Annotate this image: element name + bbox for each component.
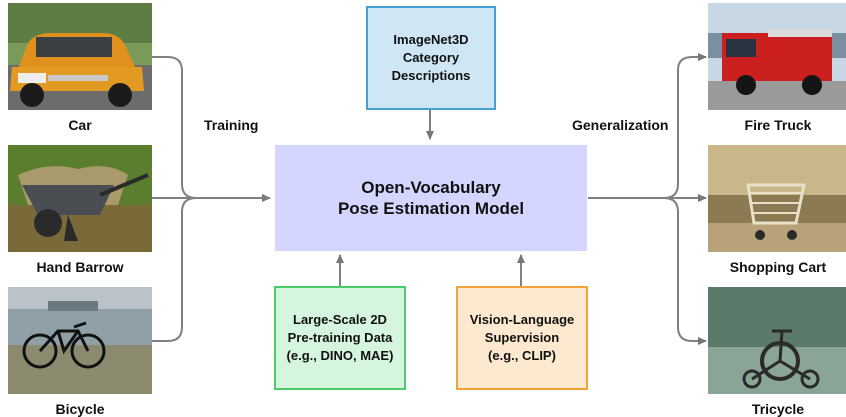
car-caption: Car <box>68 117 92 133</box>
vision-language-line-1: Vision-Language <box>469 312 575 327</box>
bicycle-caption: Bicycle <box>55 401 105 417</box>
category-line-1: ImageNet3D <box>393 32 469 47</box>
car-photo <box>8 3 152 110</box>
generalization-label: Generalization <box>572 117 669 133</box>
fire-truck-photo <box>708 3 846 110</box>
connector-model-to-tricycle <box>663 197 707 345</box>
model-line-1: Open-Vocabulary <box>361 178 501 197</box>
pose-estimation-model-box: Open-Vocabulary Pose Estimation Model <box>275 145 587 251</box>
vision-language-line-3: (e.g., CLIP) <box>488 348 556 363</box>
tricycle-photo <box>708 287 846 394</box>
shopping-cart-caption: Shopping Cart <box>729 259 827 275</box>
hand-barrow-caption: Hand Barrow <box>36 259 124 275</box>
category-descriptions-box: ImageNet3D Category Descriptions <box>366 6 496 110</box>
shopping-cart-photo <box>708 145 846 252</box>
pretraining-line-1: Large-Scale 2D <box>293 312 387 327</box>
category-line-3: Descriptions <box>391 68 471 83</box>
pretraining-line-3: (e.g., DINO, MAE) <box>286 348 394 363</box>
vision-language-line-2: Supervision <box>484 330 560 345</box>
bicycle-photo <box>8 287 152 394</box>
pretraining-data-box: Large-Scale 2D Pre-training Data (e.g., … <box>274 286 406 390</box>
training-label: Training <box>204 117 259 133</box>
hand-barrow-photo <box>8 145 152 252</box>
fire-truck-caption: Fire Truck <box>744 117 812 133</box>
category-line-2: Category <box>402 50 460 65</box>
tricycle-caption: Tricycle <box>751 401 805 417</box>
model-line-2: Pose Estimation Model <box>337 199 525 218</box>
pretraining-line-2: Pre-training Data <box>287 330 393 345</box>
connector-bicycle-to-model <box>152 197 197 342</box>
vision-language-box: Vision-Language Supervision (e.g., CLIP) <box>456 286 588 390</box>
